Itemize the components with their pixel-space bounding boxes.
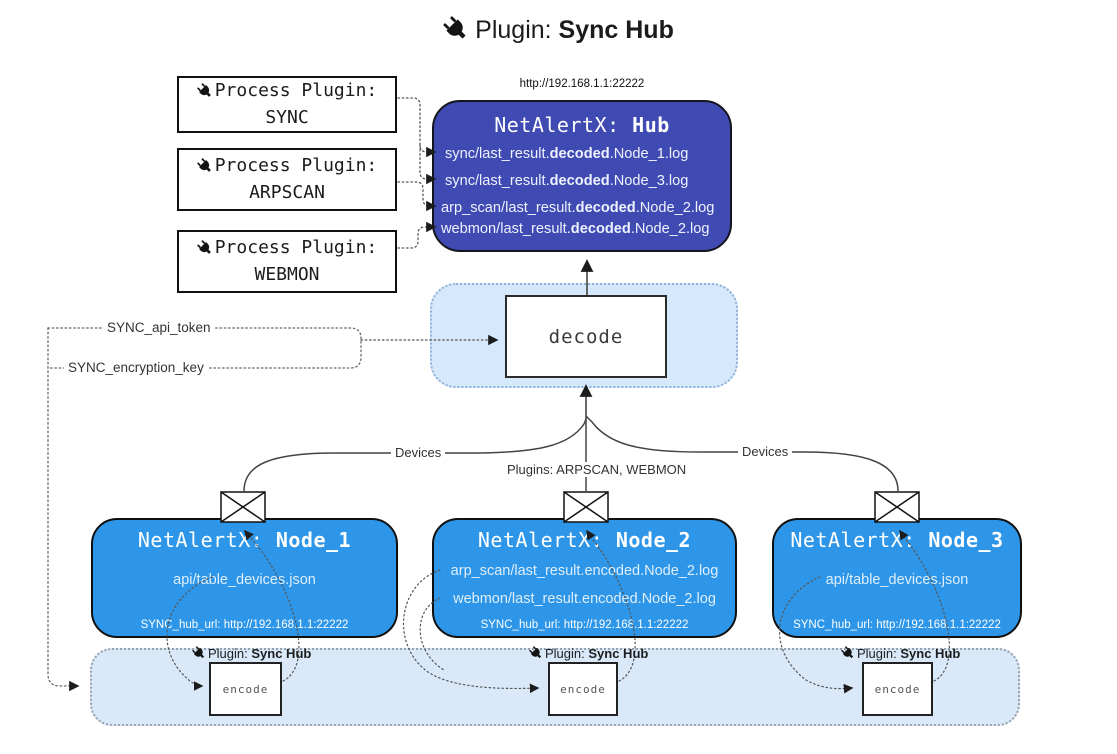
node-hub-url: SYNC_hub_url: http://192.168.1.1:22222 xyxy=(140,619,349,631)
node-title: NetAlertX: Node_2 xyxy=(477,528,692,552)
netalertx-node3-box: NetAlertX: Node_3 api/table_devices.json… xyxy=(772,518,1022,638)
plug-icon xyxy=(443,16,469,42)
process-plugin-sync-box: Process Plugin: SYNC xyxy=(177,76,397,133)
sync-api-token-label: SYNC_api_token xyxy=(103,320,215,335)
hub-title: NetAlertX: Hub xyxy=(494,113,670,137)
encode-box: encode xyxy=(862,662,933,716)
hub-log-line: sync/last_result.decoded.Node_1.log xyxy=(445,146,689,162)
band-plugin-label: Plugin: Sync Hub xyxy=(529,646,648,661)
node-file: arp_scan/last_result.encoded.Node_2.log xyxy=(450,563,719,579)
plug-icon xyxy=(529,646,543,660)
plug-icon xyxy=(192,646,206,660)
hub-log-line: webmon/last_result.decoded.Node_2.log xyxy=(441,221,710,237)
netalertx-node2-box: NetAlertX: Node_2 arp_scan/last_result.e… xyxy=(432,518,737,638)
node-file: webmon/last_result.encoded.Node_2.log xyxy=(453,591,716,607)
plugins-edge-label: Plugins: ARPSCAN, WEBMON xyxy=(503,462,691,477)
devices-edge-label-right: Devices xyxy=(738,444,793,459)
decode-box: decode xyxy=(505,295,667,378)
page-title-bold: Sync Hub xyxy=(558,16,674,44)
sync-encryption-key-label: SYNC_encryption_key xyxy=(64,360,208,375)
band-plugin-label: Plugin: Sync Hub xyxy=(841,646,960,661)
node-hub-url: SYNC_hub_url: http://192.168.1.1:22222 xyxy=(480,619,689,631)
netalertx-node1-box: NetAlertX: Node_1 api/table_devices.json… xyxy=(91,518,398,638)
node-title: NetAlertX: Node_3 xyxy=(790,528,1004,552)
band-plugin-label: Plugin: Sync Hub xyxy=(192,646,311,661)
edge-config-to-band xyxy=(47,327,80,692)
process-plugin-label: Process Plugin: xyxy=(214,237,378,259)
plug-icon xyxy=(841,646,855,660)
encode-box: encode xyxy=(548,662,618,716)
process-plugin-name: SYNC xyxy=(265,106,309,128)
devices-edge-label-left: Devices xyxy=(391,445,446,460)
hub-log-line: arp_scan/last_result.decoded.Node_2.log xyxy=(441,200,715,216)
encode-box: encode xyxy=(209,662,282,716)
hub-url-label: http://192.168.1.1:22222 xyxy=(519,78,645,90)
plug-icon xyxy=(197,83,213,99)
process-plugin-name: WEBMON xyxy=(254,263,320,285)
page-title-regular: Plugin: xyxy=(475,16,559,44)
edge-webmon-to-log4 xyxy=(397,221,437,249)
page-title: Plugin: Sync Hub xyxy=(0,16,1117,45)
netalertx-hub-box: NetAlertX: Hub sync/last_result.decoded.… xyxy=(432,100,732,252)
plug-icon xyxy=(197,240,213,256)
edge-arpscan-to-log3 xyxy=(397,181,437,212)
process-plugin-webmon-box: Process Plugin: WEBMON xyxy=(177,230,397,293)
hub-log-line: sync/last_result.decoded.Node_3.log xyxy=(445,173,689,189)
process-plugin-name: ARPSCAN xyxy=(249,181,325,203)
process-plugin-arpscan-box: Process Plugin: ARPSCAN xyxy=(177,148,397,211)
process-plugin-label: Process Plugin: xyxy=(214,80,378,102)
node-hub-url: SYNC_hub_url: http://192.168.1.1:22222 xyxy=(793,619,1001,631)
node-file: api/table_devices.json xyxy=(173,572,316,588)
edge-sync-to-log1 xyxy=(397,97,437,158)
plug-icon xyxy=(197,158,213,174)
node-file: api/table_devices.json xyxy=(825,572,969,588)
process-plugin-label: Process Plugin: xyxy=(214,155,378,177)
node-title: NetAlertX: Node_1 xyxy=(137,528,352,552)
